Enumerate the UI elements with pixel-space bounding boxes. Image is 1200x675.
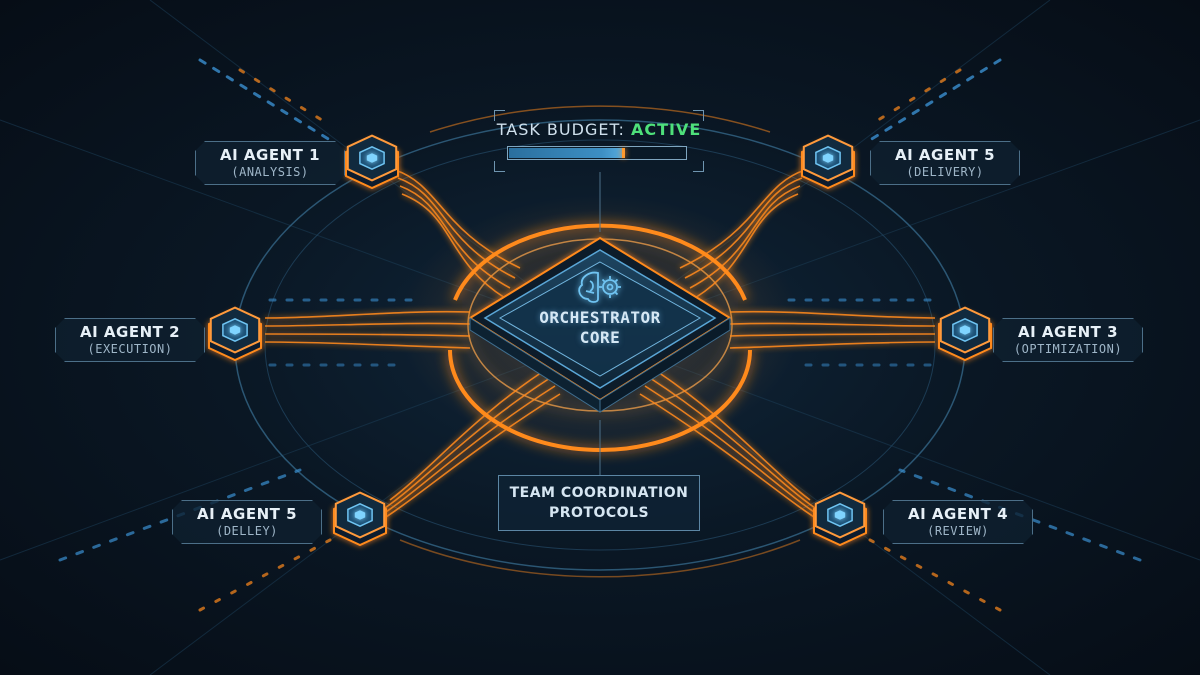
agent-role: (ANALYSIS) — [231, 165, 309, 179]
agent-node-1[interactable] — [345, 134, 399, 190]
coordination-line2: PROTOCOLS — [548, 505, 650, 521]
agent-node-2[interactable] — [208, 306, 262, 362]
task-budget-progress-fill — [509, 148, 626, 158]
agent-label-5-bottom[interactable]: AI AGENT 5 (DELLEY) — [172, 500, 322, 544]
agent-name: AI AGENT 4 — [907, 505, 1009, 523]
agent-node-4[interactable] — [801, 134, 855, 190]
bracket-bottom-left — [494, 161, 505, 172]
agent-role: (REVIEW) — [927, 524, 989, 538]
agent-node-3[interactable] — [333, 491, 387, 547]
agent-name: AI AGENT 2 — [79, 323, 181, 341]
agent-label-1[interactable]: AI AGENT 1 (ANALYSIS) — [195, 141, 345, 185]
task-budget-panel: TASK BUDGET: ACTIVE — [494, 110, 704, 172]
task-budget-status: ACTIVE — [630, 120, 702, 139]
task-budget-progress-bar — [507, 146, 687, 160]
brain-gear-icon — [578, 271, 621, 303]
bracket-top-right — [693, 110, 704, 121]
bracket-top-left — [494, 110, 505, 121]
agent-role: (OPTIMIZATION) — [1013, 342, 1123, 356]
task-budget-progress-marker — [622, 148, 626, 158]
agent-label-2[interactable]: AI AGENT 2 (EXECUTION) — [55, 318, 205, 362]
agent-name: AI AGENT 5 — [196, 505, 298, 523]
orchestrator-core-label: ORCHESTRATOR CORE — [480, 308, 720, 348]
team-coordination-panel: TEAM COORDINATION PROTOCOLS — [498, 475, 700, 531]
core-label-line2: CORE — [579, 328, 621, 347]
agent-node-6[interactable] — [813, 491, 867, 547]
agent-name: AI AGENT 1 — [219, 146, 321, 164]
task-budget-label: TASK BUDGET: — [496, 120, 625, 139]
agent-name: AI AGENT 3 — [1017, 323, 1119, 341]
agent-role: (DELIVERY) — [906, 165, 984, 179]
bracket-bottom-right — [693, 161, 704, 172]
outer-ring-orange-arc-bottom — [399, 539, 801, 578]
coordination-line1: TEAM COORDINATION — [509, 485, 689, 501]
agent-label-3[interactable]: AI AGENT 3 (OPTIMIZATION) — [993, 318, 1143, 362]
agent-connectors — [264, 169, 936, 525]
inner-orbit-ring — [264, 139, 936, 551]
agent-nodes — [208, 134, 992, 547]
core-label-line1: ORCHESTRATOR — [539, 308, 661, 327]
outer-ring-orange-arc-top — [429, 105, 771, 133]
agent-role: (EXECUTION) — [87, 342, 173, 356]
agent-role: (DELLEY) — [216, 524, 278, 538]
agent-node-5[interactable] — [938, 306, 992, 362]
agent-name: AI AGENT 5 — [894, 146, 996, 164]
agent-label-4[interactable]: AI AGENT 4 (REVIEW) — [883, 500, 1033, 544]
agent-label-5-top[interactable]: AI AGENT 5 (DELIVERY) — [870, 141, 1020, 185]
task-budget-title: TASK BUDGET: ACTIVE — [494, 120, 704, 139]
orchestrator-core-platform — [468, 236, 732, 413]
